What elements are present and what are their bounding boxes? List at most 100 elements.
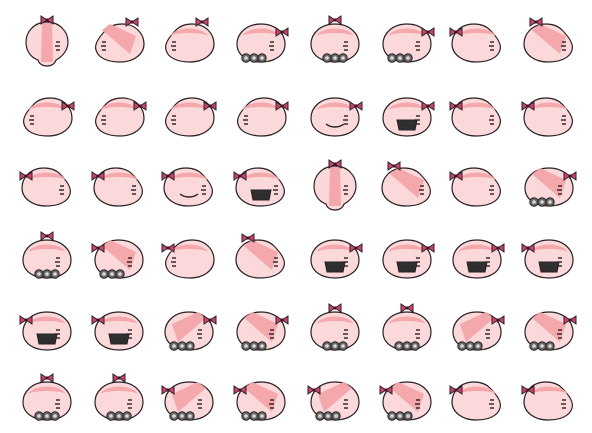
snout-icon <box>106 411 132 421</box>
pig-markings <box>557 185 562 195</box>
sprite-r3c4 <box>230 158 292 214</box>
bow-icon <box>491 315 505 325</box>
sprite-r6c8 <box>518 372 580 428</box>
sprite-r1c4 <box>230 14 292 70</box>
bow-icon <box>275 27 289 37</box>
pig-band <box>458 172 496 180</box>
pig-sprite-icon <box>524 167 577 207</box>
pig-sprite-icon <box>22 231 72 279</box>
pig-sprite-icon <box>449 167 501 207</box>
pig-band <box>102 24 136 54</box>
pig-band <box>388 102 426 110</box>
bow-icon <box>449 385 463 395</box>
mouth-icon <box>325 123 345 128</box>
sprite-r6c3 <box>158 372 220 428</box>
pig-sprite-icon <box>94 373 144 421</box>
pig-markings <box>561 399 566 409</box>
mouth-icon <box>466 261 488 273</box>
pig-band <box>28 172 66 180</box>
sprite-r1c1 <box>16 14 78 70</box>
snout-icon <box>529 341 555 351</box>
pig-markings <box>269 329 274 339</box>
bow-icon <box>91 171 105 181</box>
pig-sprite-icon <box>310 239 363 279</box>
sprite-r4c2 <box>88 230 150 286</box>
pig-sprite-icon <box>521 97 573 137</box>
snout-icon <box>241 411 267 421</box>
snout-icon <box>34 411 60 421</box>
sprite-r2c5 <box>304 88 366 144</box>
bow-icon <box>233 385 247 395</box>
snout-icon <box>529 197 555 207</box>
bow-icon <box>349 243 363 253</box>
pig-sprite-icon <box>523 17 573 63</box>
pig-band <box>388 28 426 36</box>
pig-sprite-icon <box>310 15 360 63</box>
pig-sprite-icon <box>452 311 505 351</box>
pig-markings <box>101 115 106 125</box>
bow-icon <box>91 243 105 253</box>
bow-icon <box>421 27 435 37</box>
snout-icon <box>169 411 195 421</box>
pig-band <box>458 244 496 252</box>
pig-markings <box>269 41 274 51</box>
pig-band <box>318 382 352 412</box>
sprite-r6c6 <box>376 372 438 428</box>
pig-band <box>100 316 138 324</box>
pig-markings <box>415 399 420 409</box>
sprite-r6c7 <box>446 372 508 428</box>
pig-sprite-icon <box>524 311 577 351</box>
snout-icon <box>322 53 348 63</box>
pig-markings <box>131 185 136 195</box>
bow-icon <box>379 385 393 395</box>
pig-sprite-icon <box>521 381 573 421</box>
sprite-r1c6 <box>376 14 438 70</box>
pig-band <box>388 244 426 252</box>
pig-band <box>100 386 138 394</box>
pig-band <box>329 167 341 206</box>
pig-markings <box>273 257 278 267</box>
bow-icon <box>449 171 463 181</box>
pig-sprite-icon <box>310 97 363 137</box>
pig-sprite-icon <box>521 239 574 279</box>
bow-icon <box>40 15 54 25</box>
bow-icon <box>328 159 342 169</box>
pig-band <box>242 28 280 36</box>
pig-markings <box>127 399 132 409</box>
bow-icon <box>19 171 33 181</box>
sprite-r2c7 <box>446 88 508 144</box>
pig-sprite-icon <box>449 23 501 63</box>
pig-band <box>458 386 496 394</box>
mouth-icon <box>396 119 418 131</box>
pig-band <box>172 382 206 412</box>
sprite-r3c5 <box>304 158 366 214</box>
pig-sprite-icon <box>236 23 289 63</box>
pig-band <box>316 244 354 252</box>
pig-band <box>170 172 208 180</box>
sprite-r2c6 <box>376 88 438 144</box>
sprite-r1c5 <box>304 14 366 70</box>
sprite-r5c4 <box>230 302 292 358</box>
pig-sprite-icon <box>19 167 71 207</box>
bow-icon <box>529 17 543 27</box>
sprite-r4c5 <box>304 230 366 286</box>
pig-markings <box>557 329 562 339</box>
sprite-r1c2 <box>88 14 150 70</box>
pig-band <box>242 172 280 180</box>
pig-band <box>28 244 66 252</box>
pig-band <box>41 23 53 62</box>
pig-markings <box>489 41 494 51</box>
pig-band <box>316 28 354 36</box>
sprite-r6c1 <box>16 372 78 428</box>
pig-markings <box>343 399 348 409</box>
pig-markings <box>489 115 494 125</box>
sprite-r6c2 <box>88 372 150 428</box>
bow-icon <box>125 17 139 27</box>
pig-sprite-icon <box>382 303 432 351</box>
bow-icon <box>61 101 75 111</box>
sprite-r4c7 <box>446 230 508 286</box>
pig-band <box>28 102 66 110</box>
bow-icon <box>328 15 342 25</box>
pig-band <box>316 102 354 110</box>
bow-icon <box>491 243 505 253</box>
